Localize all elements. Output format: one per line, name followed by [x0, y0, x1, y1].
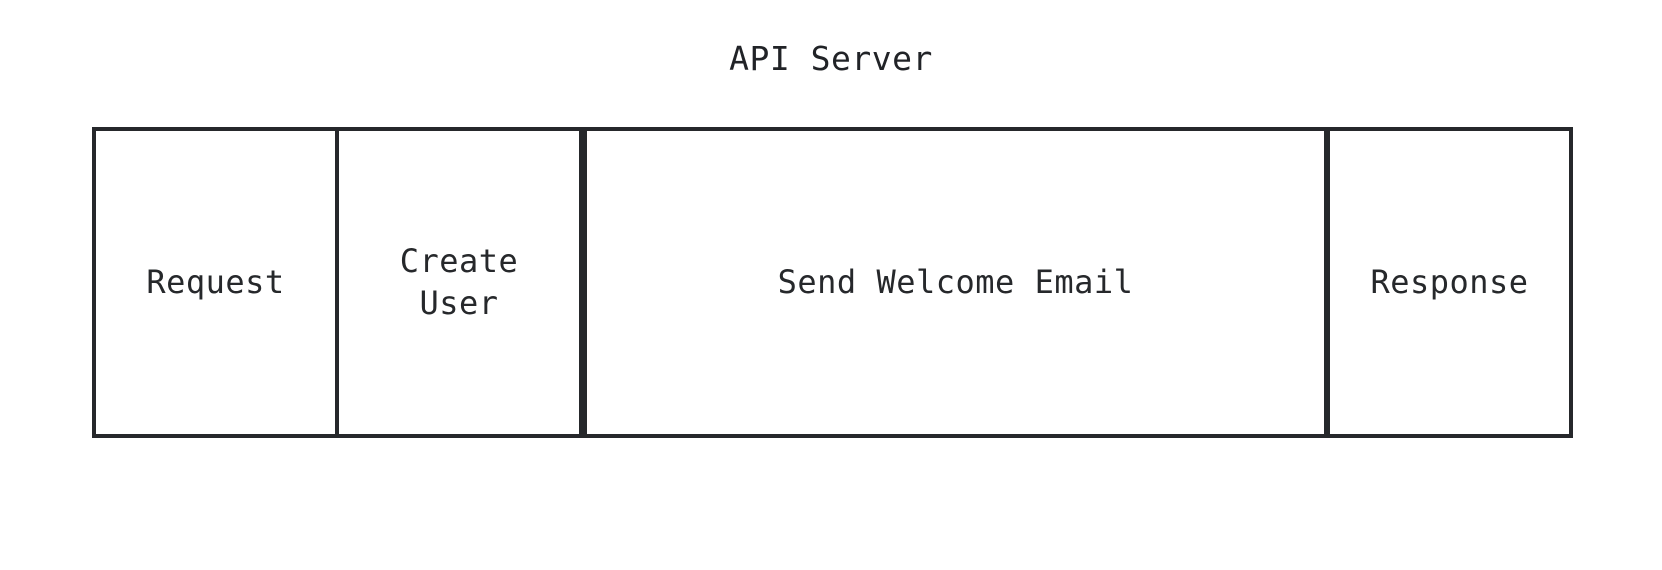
span-box-response: Response [1326, 127, 1573, 438]
span-box-request: Request [92, 127, 339, 438]
span-label-response: Response [1370, 262, 1529, 301]
span-label-create-user: Create User [399, 241, 519, 322]
span-box-send-welcome-email: Send Welcome Email [583, 127, 1328, 438]
span-box-create-user: Create User [335, 127, 583, 438]
span-label-request: Request [146, 262, 285, 301]
span-label-send-welcome-email: Send Welcome Email [777, 262, 1134, 301]
diagram-title: API Server [729, 39, 933, 78]
